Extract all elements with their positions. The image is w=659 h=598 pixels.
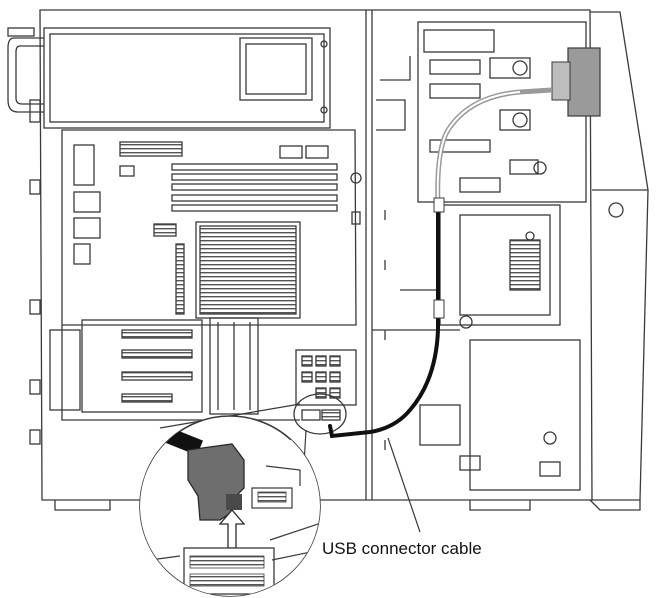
lower-drive-bay bbox=[372, 329, 581, 491]
usb-header-socket bbox=[183, 547, 275, 595]
chassis-outline bbox=[39, 9, 593, 501]
board-headers bbox=[295, 349, 357, 421]
cable-clip bbox=[433, 299, 445, 319]
callout-pointer bbox=[387, 437, 421, 533]
hard-drive-cage bbox=[400, 204, 561, 329]
zoom-detail-view bbox=[139, 415, 321, 597]
cable-clip bbox=[433, 197, 445, 213]
power-supply-unit bbox=[43, 27, 331, 129]
psu-handle bbox=[7, 37, 44, 113]
usb-connector-cable-label: USB connector cable bbox=[322, 539, 482, 558]
optical-drive-bays bbox=[376, 21, 587, 203]
front-panel-assembly bbox=[435, 47, 601, 207]
usb-header-highlight bbox=[293, 393, 347, 435]
processor-heatsink bbox=[195, 221, 301, 319]
insert-direction-arrow bbox=[218, 509, 246, 549]
usb-connector-cable bbox=[328, 204, 440, 439]
system-board bbox=[61, 129, 362, 326]
pci-slot-area bbox=[49, 317, 259, 415]
